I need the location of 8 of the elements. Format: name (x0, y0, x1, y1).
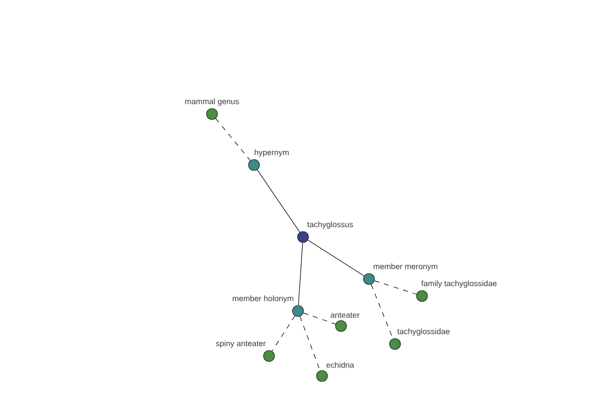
connector-line (256, 170, 300, 233)
connector-line (272, 316, 296, 352)
connector-line (303, 312, 336, 324)
connector-line (215, 118, 251, 161)
connector-line (300, 316, 320, 371)
connector-line (298, 242, 303, 306)
connector-line (308, 240, 364, 276)
connector-line (374, 280, 417, 295)
